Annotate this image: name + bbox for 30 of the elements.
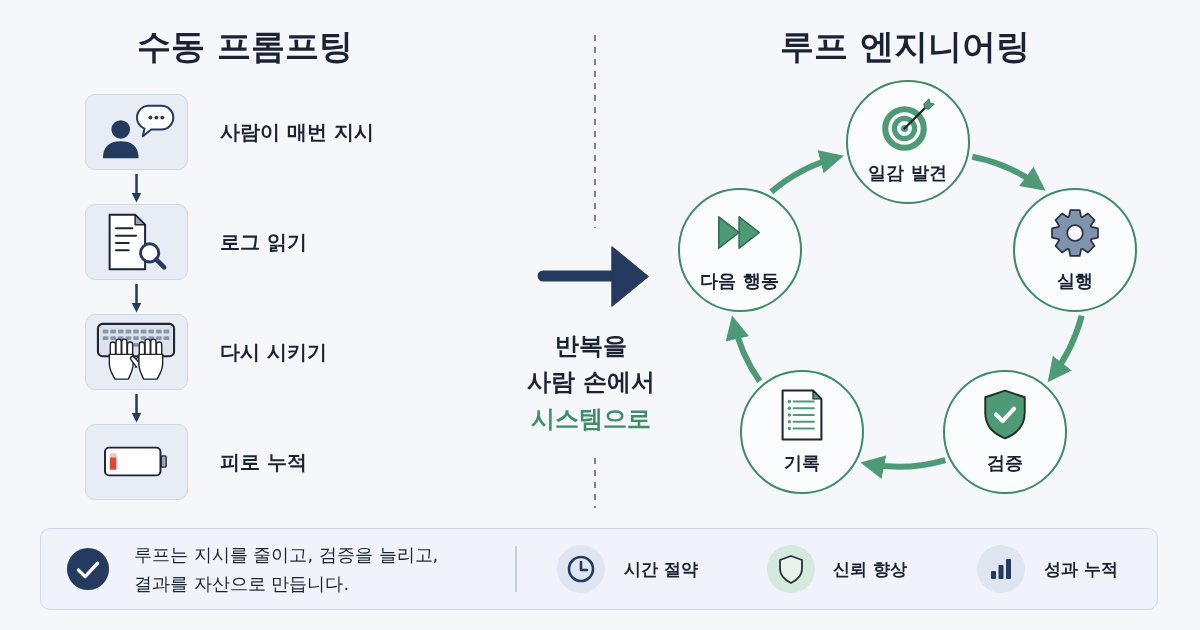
cycle-arrow	[860, 454, 946, 478]
icon-tile	[85, 424, 188, 500]
arrow	[131, 394, 142, 423]
benefit-label: 신뢰 향상	[833, 558, 907, 580]
cycle-arrow	[1047, 314, 1085, 383]
benefit-label: 시간 절약	[624, 558, 698, 580]
caption-text: 사람 손에서	[526, 366, 656, 398]
benefit-label: 성과 누적	[1044, 558, 1118, 580]
section-heading: 수동 프롬프팅	[137, 25, 353, 68]
step-label: 일감 발견	[868, 160, 947, 185]
arrow	[131, 174, 142, 203]
icon-tile	[85, 204, 188, 280]
highlight-text: 시스템으로	[531, 403, 651, 435]
step-label: 기록	[783, 450, 820, 475]
step-label: 다시 시키기	[220, 339, 327, 365]
step-label: 사람이 매번 지시	[220, 119, 374, 145]
step-label: 피로 누적	[220, 449, 307, 475]
cycle-arrow	[971, 153, 1046, 191]
icon-tile	[85, 314, 188, 390]
step-label: 검증	[986, 450, 1023, 475]
step-label: 로그 읽기	[220, 229, 307, 255]
cycle-arrow	[769, 151, 844, 195]
step-label: 실행	[1056, 268, 1093, 293]
summary-text: 루프는 지시를 줄이고, 검증을 늘리고, 결과를 자산으로 만듭니다.	[134, 543, 440, 596]
arrow	[131, 284, 142, 313]
caption-text: 반복을	[555, 330, 627, 362]
step-label: 다음 행동	[700, 268, 779, 293]
icon-tile	[85, 94, 188, 170]
cycle-arrow	[726, 315, 763, 383]
section-heading: 루프 엔지니어링	[780, 25, 1030, 68]
